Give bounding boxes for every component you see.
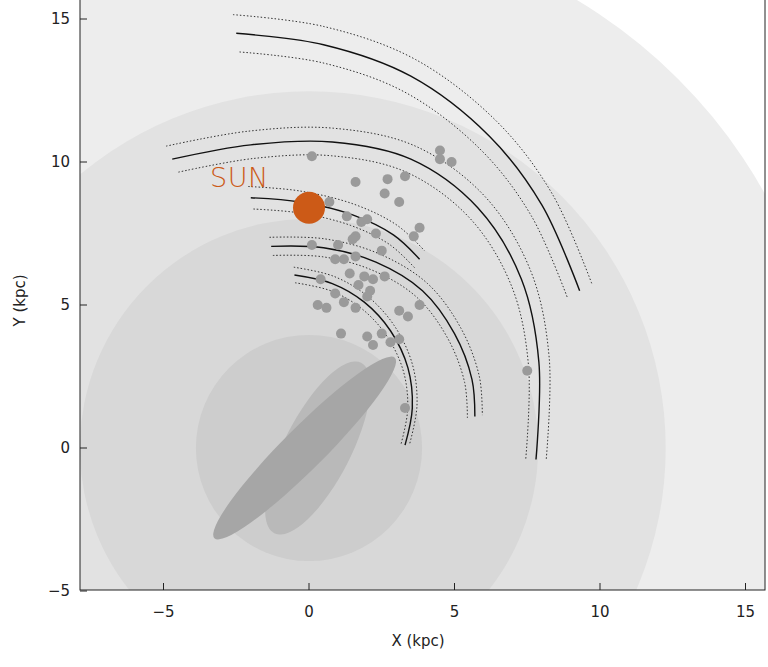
y-tick-label: −5 [48,584,70,599]
arm-uncertainty [240,52,568,298]
source-dot [316,274,326,284]
source-dot [394,197,404,207]
y-tick-label: 10 [51,155,70,170]
source-dot [351,303,361,313]
y-tick [80,448,87,449]
galactic-zone [80,0,765,590]
source-dot [333,240,343,250]
y-tick [80,591,87,592]
x-tick-label: 5 [450,605,460,620]
source-dot [351,177,361,187]
source-dot [435,146,445,156]
source-dot [362,214,372,224]
source-dot [359,271,369,281]
source-dot [368,340,378,350]
source-dot [321,303,331,313]
source-dot [522,366,532,376]
y-tick [80,19,87,20]
source-dot [415,300,425,310]
y-tick-label: 5 [60,298,70,313]
axis-title: X (kpc) [391,634,444,649]
source-dot [339,297,349,307]
arm-uncertainty [273,255,468,418]
source-dot [383,174,393,184]
x-tick-label: 0 [304,605,314,620]
arm-uncertainty [166,127,550,460]
source-dot [330,254,340,264]
source-dot [345,269,355,279]
source-dot [394,334,404,344]
source-dot [324,197,334,207]
axis-title: Y (kpc) [13,274,28,326]
x-tick-label: −5 [152,605,174,620]
source-dot [330,289,340,299]
spiral-arm [236,33,579,290]
arm-uncertainty [248,186,424,250]
source-dot [307,151,317,161]
source-dot [394,306,404,316]
source-dot [400,171,410,181]
source-dot [380,188,390,198]
y-tick-label: 0 [60,441,70,456]
source-dot [447,157,457,167]
source-dot [435,154,445,164]
source-dot [403,311,413,321]
source-dot [307,240,317,250]
source-dot [348,234,358,244]
arm-uncertainty [233,15,592,284]
source-dot [409,231,419,241]
source-dot [339,254,349,264]
arm-uncertainty [294,267,417,445]
x-tick [745,583,746,590]
source-dot [385,337,395,347]
spiral-arm [294,275,412,445]
bar-ellipse [200,343,410,553]
arm-uncertainty [295,283,408,446]
x-tick [163,583,164,590]
arm-uncertainty [253,209,414,268]
y-tick-label: 15 [51,12,70,27]
x-tick-label: 15 [736,605,755,620]
x-tick-label: 10 [590,605,609,620]
source-dot [400,403,410,413]
x-tick [600,583,601,590]
spiral-arm [172,141,539,459]
galactic-zone [80,91,666,590]
source-dot [377,246,387,256]
source-dot [362,331,372,341]
galactic-zone [80,219,538,590]
y-tick [80,305,87,306]
axis-frame [80,0,765,590]
source-dot [380,271,390,281]
source-dot [336,329,346,339]
source-dot [371,229,381,239]
sun-marker [293,192,325,224]
sun-label: SUN [210,164,269,191]
y-tick [80,162,87,163]
source-dot [313,300,323,310]
source-dot [342,211,352,221]
x-tick [309,583,310,590]
source-dot [353,280,363,290]
source-dot [351,251,361,261]
source-dot [368,274,378,284]
source-dot [415,223,425,233]
arm-uncertainty [178,155,529,459]
x-tick [454,583,455,590]
source-dot [362,291,372,301]
source-dot [377,329,387,339]
spiral-arm [271,246,475,416]
galactic-zone [196,335,422,561]
